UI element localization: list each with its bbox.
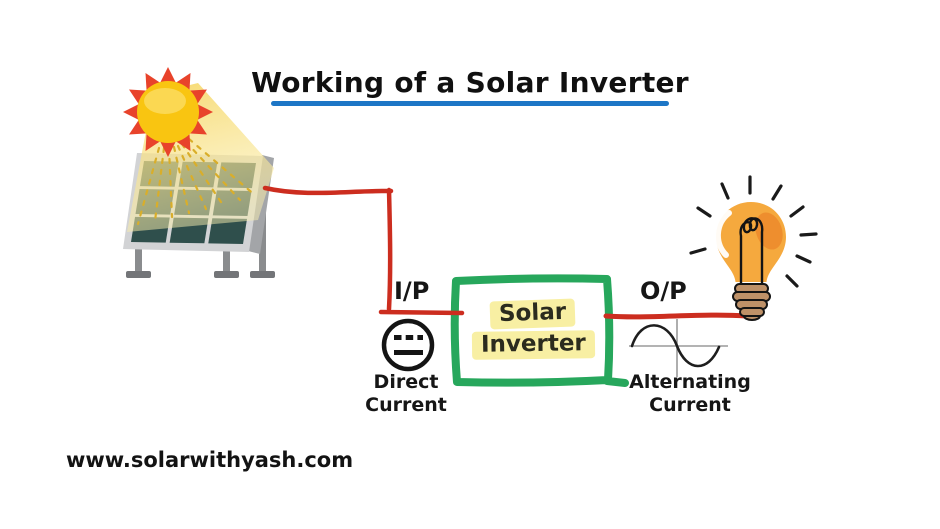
inverter-label-line1: Solar (489, 298, 577, 330)
bulb-filament (739, 217, 764, 285)
website-watermark: www.solarwithyash.com (66, 448, 354, 472)
panel-mid-leg (223, 246, 230, 273)
bulb-base (732, 283, 771, 321)
direct-current-line2: Current (365, 394, 447, 416)
panel-rear-foot (250, 271, 275, 278)
direct-current-label: Direct Current (346, 371, 466, 417)
bulb-highlight (714, 210, 732, 258)
output-label: O/P (640, 277, 687, 305)
dc-input-wire (262, 185, 465, 316)
bulb-light-rays (689, 175, 818, 288)
title-underline (271, 101, 669, 106)
dc-symbol-icon (381, 318, 435, 372)
page-title: Working of a Solar Inverter (251, 66, 689, 99)
direct-current-line1: Direct (373, 371, 439, 393)
inverter-label-line2: Inverter (471, 330, 595, 360)
panel-left-foot (126, 271, 151, 278)
ac-sine-wave-icon (629, 319, 728, 377)
ac-output-wire (603, 312, 750, 320)
sun-highlight (144, 88, 186, 114)
panel-mid-foot (214, 271, 239, 278)
panel-left-leg (135, 248, 142, 273)
alternating-current-label: Alternating Current (622, 371, 758, 417)
inverter-box-label: Solar Inverter (455, 298, 611, 360)
alternating-current-line2: Current (649, 394, 731, 416)
beam-ray-dashes (136, 137, 258, 226)
input-label: I/P (394, 277, 430, 305)
sun-icon (123, 67, 213, 157)
light-bulb-icon (689, 175, 818, 321)
alternating-current-line1: Alternating (629, 371, 751, 393)
